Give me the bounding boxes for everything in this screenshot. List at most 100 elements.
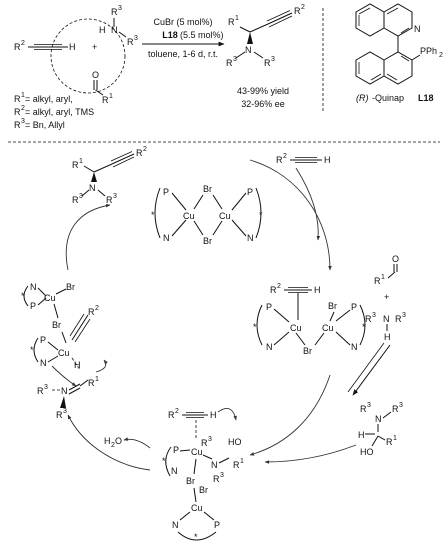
svg-text:N: N — [171, 466, 178, 476]
svg-text:Br: Br — [199, 485, 208, 495]
svg-text:R: R — [56, 410, 63, 420]
plus-sign: + — [92, 42, 97, 52]
r2-definition: = alkyl, aryl, TMS — [25, 107, 94, 117]
svg-text:2: 2 — [175, 408, 179, 415]
svg-text:Cu: Cu — [219, 211, 231, 221]
svg-text:1: 1 — [79, 158, 83, 165]
svg-text:N: N — [375, 414, 382, 424]
svg-text:P: P — [30, 301, 36, 311]
amine-r3b-sup: 3 — [134, 35, 138, 42]
aldehyde-r1-label: R — [102, 95, 109, 105]
svg-text:R: R — [201, 438, 208, 448]
cycle-arrow-alkyne-entry — [295, 167, 321, 241]
svg-text:R: R — [72, 160, 79, 170]
ligand-loading: (5.5 mol%) — [180, 30, 224, 40]
amine-r3b-label: R — [127, 37, 134, 47]
svg-text:N: N — [266, 342, 273, 352]
cycle-arrow-hemiaminal-entry — [264, 444, 357, 464]
svg-text:*: * — [362, 322, 366, 332]
amine-r3-label: R — [111, 7, 118, 17]
cycle-arrow-bottom-to-left — [67, 414, 151, 471]
svg-text:3: 3 — [21, 118, 25, 125]
svg-text:3: 3 — [208, 436, 212, 443]
svg-text:R: R — [14, 120, 21, 130]
svg-text:Cu: Cu — [58, 348, 70, 358]
svg-text:2: 2 — [95, 305, 99, 312]
aldehyde-o-label: O — [92, 70, 99, 80]
svg-text:HO: HO — [360, 447, 374, 457]
svg-text:2: 2 — [301, 4, 305, 11]
svg-text:Br: Br — [52, 320, 61, 330]
svg-text:R: R — [294, 6, 301, 16]
svg-text:N: N — [163, 233, 170, 243]
quinap-n-label: N — [414, 24, 421, 34]
svg-text:R: R — [72, 195, 79, 205]
amine-n-label: N — [111, 25, 118, 35]
svg-text:H: H — [358, 430, 365, 440]
svg-text:3: 3 — [367, 402, 371, 409]
svg-text:Cu: Cu — [191, 503, 203, 513]
svg-text:P: P — [40, 335, 46, 345]
svg-text:1: 1 — [393, 435, 397, 442]
cycle-arrow-water-exit — [123, 437, 151, 449]
svg-text:R: R — [386, 437, 393, 447]
amine-reactant: R 3 H N R 3 — [99, 5, 138, 47]
r1-definition: = alkyl, aryl, — [25, 94, 73, 104]
svg-text:HO: HO — [228, 437, 242, 447]
svg-text:R: R — [270, 285, 277, 295]
svg-text:1: 1 — [240, 458, 244, 465]
svg-text:N: N — [172, 520, 179, 530]
svg-text:R: R — [136, 148, 143, 158]
svg-text:H: H — [210, 410, 217, 420]
svg-text:*: * — [30, 345, 34, 355]
svg-text:R: R — [360, 404, 367, 414]
svg-text:R: R — [228, 17, 235, 27]
svg-text:H: H — [384, 332, 391, 342]
svg-text:Br: Br — [303, 346, 312, 356]
svg-text:Br: Br — [186, 476, 195, 486]
svg-text:R: R — [392, 404, 399, 414]
svg-text:1: 1 — [21, 92, 25, 99]
svg-text:N: N — [351, 342, 358, 352]
svg-text:3: 3 — [399, 402, 403, 409]
svg-text:R: R — [106, 195, 113, 205]
svg-text:Cu: Cu — [183, 211, 195, 221]
svg-text:N: N — [211, 460, 218, 470]
svg-text:R: R — [168, 410, 175, 420]
alkyne-r-sup: 2 — [21, 40, 25, 47]
svg-text:3: 3 — [63, 408, 67, 415]
svg-text:N: N — [245, 45, 252, 55]
svg-text:N: N — [247, 233, 254, 243]
svg-text:Br: Br — [328, 301, 337, 311]
svg-text:R: R — [88, 378, 95, 388]
svg-text:H: H — [104, 436, 111, 446]
svg-text:N: N — [30, 282, 37, 292]
svg-text:N: N — [40, 358, 47, 368]
ee-text: 32-96% ee — [241, 99, 285, 109]
svg-text:Cu: Cu — [44, 293, 56, 303]
ligand-name-italic: (R) — [356, 93, 369, 103]
cycle-arrow-product-release — [65, 203, 111, 271]
svg-text:3: 3 — [372, 312, 376, 319]
svg-text:2: 2 — [283, 153, 287, 160]
svg-text:R: R — [213, 474, 220, 484]
svg-text:3: 3 — [113, 193, 117, 200]
svg-text:*: * — [253, 322, 257, 332]
water-byproduct: H 2 O — [104, 436, 122, 449]
svg-text:P: P — [173, 445, 179, 455]
svg-text:H: H — [74, 360, 81, 370]
catalyst-line: CuBr (5 mol%) — [153, 17, 212, 27]
svg-text:R: R — [395, 314, 402, 324]
alkyne-h-label: H — [69, 42, 76, 52]
svg-text:R: R — [374, 276, 381, 286]
svg-text:N: N — [89, 183, 96, 193]
amine-h-label: H — [99, 25, 106, 35]
